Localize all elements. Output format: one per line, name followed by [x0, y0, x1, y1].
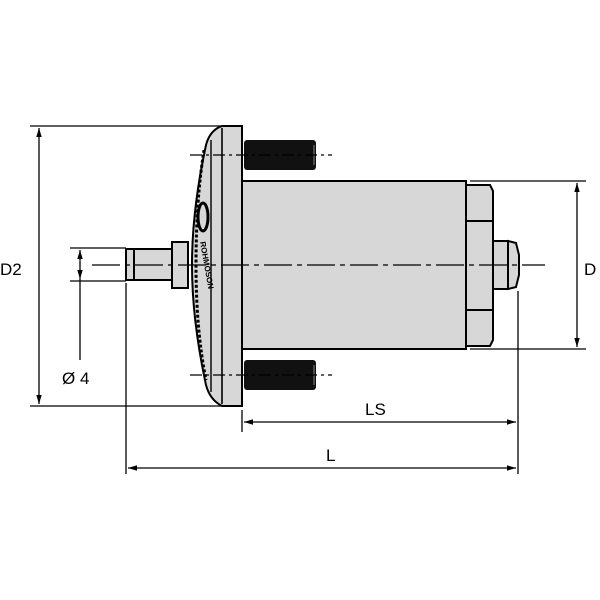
lower-bolt	[244, 360, 316, 390]
ls-label: LS	[365, 400, 386, 419]
diameter-label: Ø 4	[62, 369, 89, 388]
center-lines	[92, 154, 545, 376]
bolts	[244, 140, 316, 390]
part	[125, 125, 520, 407]
d2-label: D2	[0, 260, 22, 279]
l-label: L	[326, 446, 335, 465]
d-label: D	[584, 260, 596, 279]
flange	[190, 125, 243, 407]
dimensions	[30, 125, 586, 474]
upper-bolt	[244, 140, 316, 170]
